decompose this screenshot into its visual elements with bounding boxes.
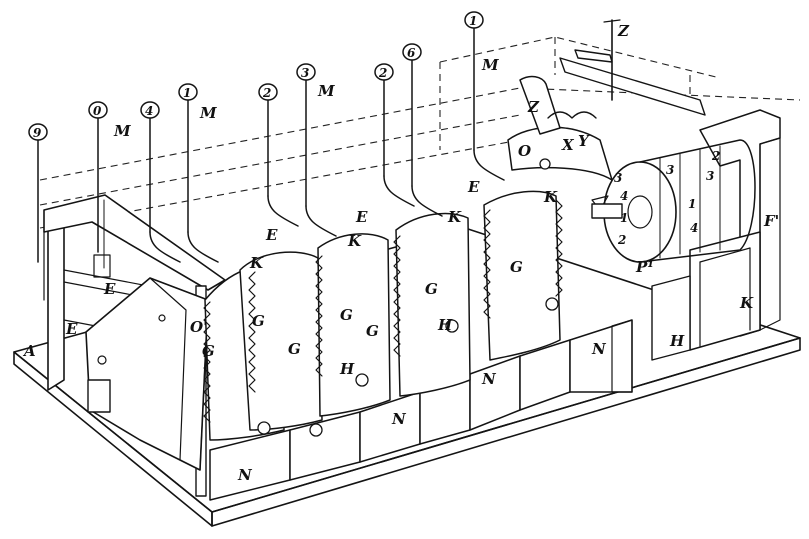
phantom-outline [39, 36, 801, 229]
label-Z: Z [527, 98, 540, 116]
label-Y: Y [578, 132, 590, 150]
key-cap-8[interactable]: 6 [402, 43, 422, 61]
key-cap-4[interactable]: 1 [178, 83, 198, 101]
label-A: A [22, 342, 36, 360]
key-cap-9[interactable]: 1 [464, 11, 484, 29]
label-M-2: M [199, 104, 217, 122]
label-G-4: G [340, 306, 353, 324]
label-K-1: K [249, 254, 264, 272]
key-cap-1[interactable]: 9 [28, 123, 48, 141]
key-stems [37, 27, 505, 263]
label-P1: P¹ [635, 258, 654, 276]
key-cap-3[interactable]: 4 [140, 101, 160, 119]
label-N-4: N [591, 340, 607, 358]
label-E-left: E [65, 320, 78, 338]
wheel-digit-5: 1 [688, 197, 696, 211]
label-N-3: N [481, 370, 497, 388]
wheel-digit-6: 3 [706, 169, 714, 183]
label-N-2: N [391, 410, 407, 428]
key-cap-label: 4 [145, 104, 153, 118]
label-M-3: M [317, 82, 335, 100]
step-blocks [209, 319, 633, 501]
totalizer-frame [651, 109, 781, 361]
label-N-1: N [237, 466, 253, 484]
label-M-1: M [113, 122, 131, 140]
label-H-3: H [669, 332, 685, 350]
label-G-1: G [202, 342, 215, 360]
key-cap-5[interactable]: 2 [258, 83, 278, 101]
number-wheels [591, 139, 756, 263]
label-G-3: G [288, 340, 301, 358]
sector-plates [203, 190, 563, 441]
key-cap-2[interactable]: 0 [88, 101, 108, 119]
label-K-3: K [447, 208, 462, 226]
wheel-digit-1: 4 [620, 189, 628, 203]
wheel-digit-7: 2 [711, 149, 720, 163]
label-F1: F' [763, 212, 779, 230]
label-X: X [561, 136, 575, 154]
gear-housing [85, 277, 209, 471]
wheel-digit-3: 2 [617, 233, 626, 247]
wheel-digit-4: 3 [666, 163, 674, 177]
label-E-4: E [467, 178, 480, 196]
label-M-4: M [481, 56, 499, 74]
label-K-4: K [543, 188, 558, 206]
label-G-2: G [252, 312, 265, 330]
label-O: O [518, 142, 531, 160]
key-cap-label: 0 [93, 104, 102, 118]
label-K-5: K [739, 294, 754, 312]
label-Z-top: Z [617, 22, 630, 40]
key-cap-label: 1 [469, 14, 477, 28]
wheel-digit-8: 4 [690, 221, 698, 235]
label-H-1: H [339, 360, 355, 378]
label-G-6: G [510, 258, 523, 276]
key-cap-label: 2 [378, 66, 387, 80]
label-K-2: K [347, 232, 362, 250]
key-cap-label: 1 [183, 86, 191, 100]
label-E-small: E [103, 280, 116, 298]
label-G-5: G [425, 280, 438, 298]
reference-letters: A E E M M M M O' G G G G G G G K K K K K… [22, 22, 779, 484]
key-cap-label: 3 [301, 66, 309, 80]
key-cap-6[interactable]: 3 [296, 63, 316, 81]
key-cap-label: 2 [262, 86, 271, 100]
key-cap-label: 6 [407, 46, 416, 60]
label-O1: O' [190, 318, 208, 336]
key-cap-label: 9 [33, 126, 42, 140]
key-cap-7[interactable]: 2 [374, 63, 394, 81]
wheel-digit-0: 3 [614, 171, 622, 185]
label-H-2: H [437, 316, 453, 334]
label-G-7: G [366, 322, 379, 340]
wheel-digit-2: 1 [620, 211, 628, 225]
upper-linkage [507, 19, 706, 181]
label-E-3: E [355, 208, 368, 226]
label-E-2: E [265, 226, 278, 244]
